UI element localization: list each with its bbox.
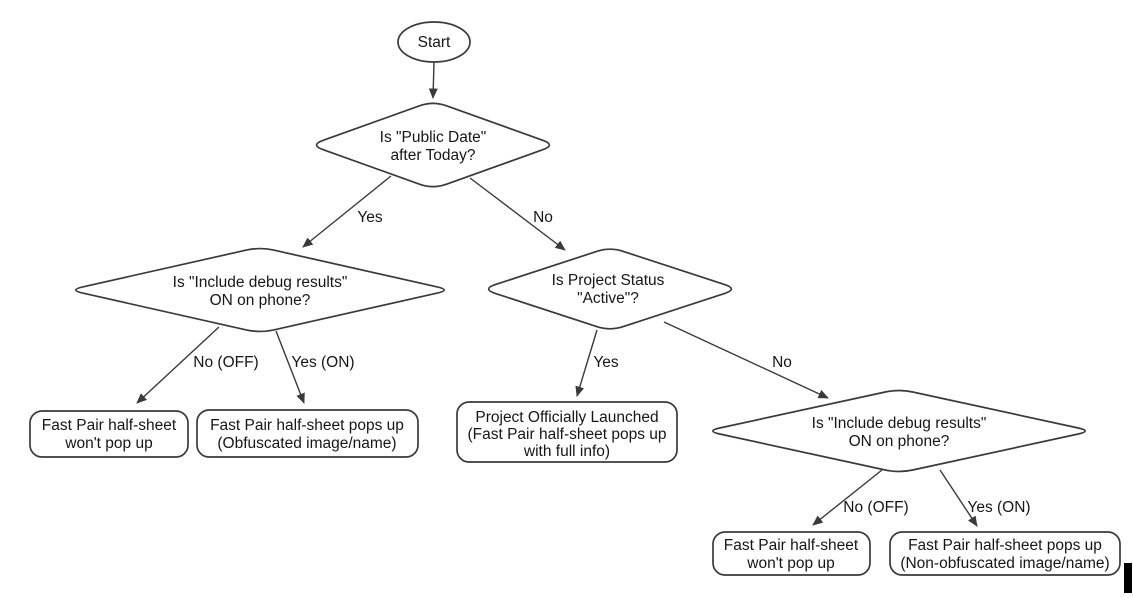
decision-public-date-diamond — [315, 102, 551, 188]
result-launched-line1: Project Officially Launched — [475, 409, 658, 426]
arrow-debug-right-no — [812, 469, 883, 526]
edge-label-project-status-no: No — [772, 354, 792, 371]
result-no-popup-left-line2: won't pop up — [64, 435, 152, 452]
arrow-debug-right-yes — [939, 469, 978, 527]
decision-debug-left-line2: ON on phone? — [210, 292, 311, 309]
decision-debug-right-diamond — [712, 389, 1086, 473]
edge-label-project-status-yes: Yes — [593, 354, 619, 371]
edge-labels: Yes No No (OFF) Yes (ON) Yes No No (OFF)… — [193, 209, 1030, 516]
arrow-debug-left-no — [136, 326, 220, 404]
result-non-obfuscated-popup-line2: (Non-obfuscated image/name) — [900, 555, 1109, 572]
edge-label-public-date-yes: Yes — [357, 209, 383, 226]
decision-public-date-line1: Is "Public Date" — [380, 129, 487, 146]
arrow-public-date-yes — [302, 175, 392, 248]
arrow-start-to-public-date — [428, 61, 438, 99]
result-non-obfuscated-popup-box — [889, 531, 1121, 576]
result-no-popup-left-box — [29, 410, 189, 458]
text-cursor-artifact — [1124, 563, 1132, 593]
node-result-launched: Project Officially Launched (Fast Pair h… — [456, 401, 678, 463]
edge-label-debug-right-no: No (OFF) — [843, 499, 908, 516]
edge-label-public-date-no: No — [533, 209, 553, 226]
node-decision-debug-right: Is "Include debug results" ON on phone? — [712, 389, 1086, 473]
result-no-popup-right-line2: won't pop up — [746, 555, 834, 572]
arrow-public-date-no — [469, 177, 566, 251]
connectors — [136, 61, 978, 527]
result-launched-line2: (Fast Pair half-sheet pops up — [467, 426, 666, 443]
decision-project-status-line1: Is Project Status — [552, 272, 665, 289]
edge-label-debug-right-yes: Yes (ON) — [967, 499, 1030, 516]
edge-label-debug-left-no: No (OFF) — [193, 354, 258, 371]
decision-debug-left-diamond — [75, 247, 445, 333]
result-no-popup-right-line1: Fast Pair half-sheet — [724, 537, 859, 554]
arrow-debug-left-yes — [275, 330, 305, 404]
node-result-obfuscated-popup: Fast Pair half-sheet pops up (Obfuscated… — [196, 409, 419, 458]
edge-label-debug-left-yes: Yes (ON) — [291, 354, 354, 371]
node-decision-project-status: Is Project Status "Active"? — [487, 248, 733, 330]
node-decision-debug-left: Is "Include debug results" ON on phone? — [75, 247, 445, 333]
decision-project-status-diamond — [487, 248, 733, 330]
result-no-popup-left-line1: Fast Pair half-sheet — [42, 417, 177, 434]
result-obfuscated-popup-box — [196, 409, 419, 458]
node-result-non-obfuscated-popup: Fast Pair half-sheet pops up (Non-obfusc… — [889, 531, 1121, 576]
result-obfuscated-popup-line1: Fast Pair half-sheet pops up — [210, 417, 404, 434]
decision-debug-right-line1: Is "Include debug results" — [812, 415, 987, 432]
node-decision-public-date: Is "Public Date" after Today? — [315, 102, 551, 188]
result-launched-box — [456, 401, 678, 463]
decision-public-date-line2: after Today? — [390, 147, 475, 164]
decision-debug-left-line1: Is "Include debug results" — [173, 274, 348, 291]
result-launched-line3: with full info) — [523, 443, 610, 460]
arrow-project-status-yes — [575, 329, 598, 397]
decision-debug-right-line2: ON on phone? — [849, 433, 950, 450]
start-label: Start — [418, 34, 451, 51]
start-ellipse — [397, 21, 471, 63]
node-result-no-popup-right: Fast Pair half-sheet won't pop up — [712, 531, 871, 576]
decision-project-status-line2: "Active"? — [577, 290, 639, 307]
result-non-obfuscated-popup-line1: Fast Pair half-sheet pops up — [908, 537, 1102, 554]
arrow-project-status-no — [663, 321, 829, 399]
result-no-popup-right-box — [712, 531, 871, 576]
result-obfuscated-popup-line2: (Obfuscated image/name) — [217, 435, 396, 452]
node-result-no-popup-left: Fast Pair half-sheet won't pop up — [29, 410, 189, 458]
node-start: Start — [397, 21, 471, 63]
